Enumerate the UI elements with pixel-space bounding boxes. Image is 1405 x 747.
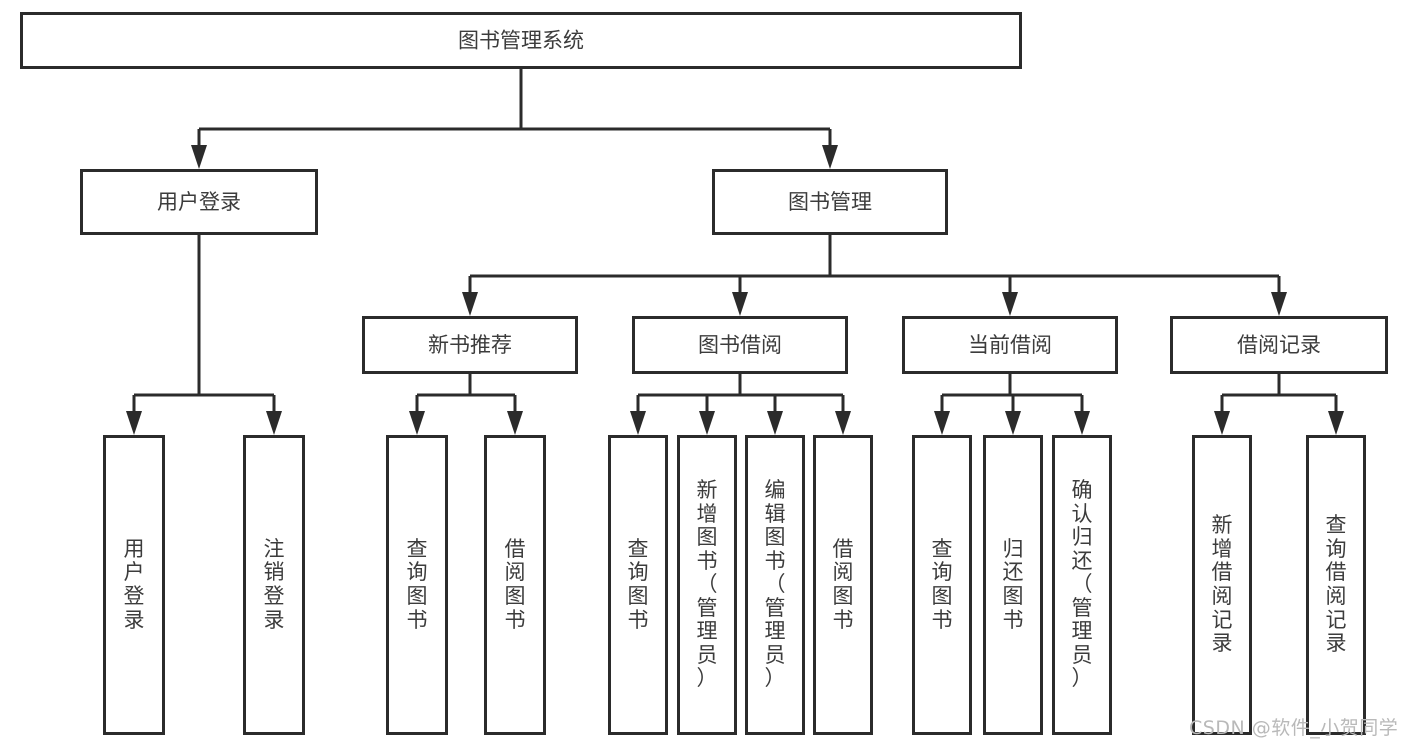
arrow-head-icon: [191, 145, 207, 169]
arrow-head-icon: [767, 411, 783, 435]
arrow-head-icon: [1005, 411, 1021, 435]
arrow-head-icon: [822, 145, 838, 169]
box-layer: [20, 12, 1388, 735]
node-box-book-manage[interactable]: [712, 169, 948, 235]
node-label-book-borrow: 图书借阅: [698, 333, 782, 357]
arrow-head-icon: [1328, 411, 1344, 435]
arrow-head-icon: [699, 411, 715, 435]
arrow-head-icon: [1074, 411, 1090, 435]
arrow-head-icon: [1002, 292, 1018, 316]
node-box-leaf-borrow-book-2[interactable]: [813, 435, 873, 735]
node-box-leaf-query-record[interactable]: [1306, 435, 1366, 735]
node-box-leaf-logout[interactable]: [243, 435, 305, 735]
node-label-root: 图书管理系统: [458, 29, 584, 53]
node-box-new-book-rec[interactable]: [362, 316, 578, 374]
arrow-head-icon: [462, 292, 478, 316]
csdn-watermark: CSDN @软件_小贺同学: [1189, 717, 1399, 739]
arrow-head-icon: [409, 411, 425, 435]
arrow-head-icon: [732, 292, 748, 316]
arrow-head-icon: [1214, 411, 1230, 435]
node-box-borrow-record[interactable]: [1170, 316, 1388, 374]
node-box-leaf-edit-book[interactable]: [745, 435, 805, 735]
edge-layer: [126, 69, 1344, 435]
arrow-head-icon: [934, 411, 950, 435]
node-label-book-manage: 图书管理: [788, 190, 872, 214]
node-box-leaf-return-book[interactable]: [983, 435, 1043, 735]
arrow-head-icon: [835, 411, 851, 435]
node-box-root[interactable]: [20, 12, 1022, 69]
node-box-leaf-add-record[interactable]: [1192, 435, 1252, 735]
arrow-head-icon: [630, 411, 646, 435]
node-box-leaf-query-book-1[interactable]: [386, 435, 448, 735]
node-label-borrow-record: 借阅记录: [1237, 333, 1321, 357]
node-box-book-borrow[interactable]: [632, 316, 848, 374]
node-box-current-borrow[interactable]: [902, 316, 1118, 374]
node-box-leaf-add-book[interactable]: [677, 435, 737, 735]
arrow-head-icon: [1271, 292, 1287, 316]
node-label-current-borrow: 当前借阅: [968, 333, 1052, 357]
node-box-leaf-borrow-book-1[interactable]: [484, 435, 546, 735]
node-label-user-login: 用户登录: [157, 190, 241, 214]
arrow-head-icon: [126, 411, 142, 435]
node-box-user-login[interactable]: [80, 169, 318, 235]
node-box-leaf-query-book-3[interactable]: [912, 435, 972, 735]
arrow-head-icon: [266, 411, 282, 435]
arrow-head-icon: [507, 411, 523, 435]
node-box-leaf-query-book-2[interactable]: [608, 435, 668, 735]
node-box-leaf-confirm-return[interactable]: [1052, 435, 1112, 735]
node-box-leaf-user-login[interactable]: [103, 435, 165, 735]
node-label-new-book-rec: 新书推荐: [428, 333, 512, 357]
